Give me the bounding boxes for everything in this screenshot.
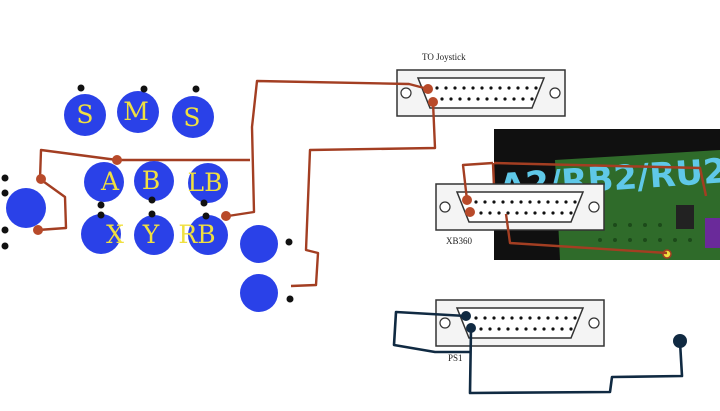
face-buttons: A B LB X Y RB bbox=[81, 161, 228, 255]
wire-joystick-to-stick-buttons bbox=[290, 101, 437, 288]
stick-buttons bbox=[240, 225, 294, 312]
wire-xb360-to-pcb-2 bbox=[504, 213, 668, 255]
button-a bbox=[84, 162, 124, 202]
button-m bbox=[117, 91, 159, 133]
left-direction-pad bbox=[1, 174, 46, 250]
navy-wires bbox=[392, 310, 684, 395]
button-x bbox=[81, 214, 121, 254]
wire-ps1-to-right-terminal bbox=[468, 327, 684, 395]
button-s-left-label: S bbox=[76, 100, 93, 129]
db25-connector-joystick: TO Joystick bbox=[396, 52, 566, 117]
ps1-connector-label: PS1 bbox=[448, 353, 463, 363]
button-b-label: B bbox=[142, 166, 160, 195]
wire-joystick-to-lb-rb bbox=[227, 79, 429, 218]
wire-ps1-loop-left bbox=[392, 310, 470, 354]
wire-xb360-to-pcb bbox=[461, 161, 494, 201]
db25-connector-xb360: XB360 bbox=[435, 183, 605, 246]
button-lb bbox=[188, 163, 228, 203]
xb360-pins bbox=[465, 200, 577, 215]
stick-button-lower bbox=[240, 274, 278, 312]
joystick-connector-label: TO Joystick bbox=[422, 52, 466, 62]
button-rb-label: RB bbox=[178, 220, 215, 249]
db25-connector-ps1: PS1 bbox=[435, 299, 605, 363]
start-select-row: S M S bbox=[64, 84, 214, 138]
button-lb-label: LB bbox=[188, 168, 223, 197]
stick-button-upper bbox=[240, 225, 278, 263]
button-rb bbox=[188, 215, 228, 255]
direction-button bbox=[6, 188, 46, 228]
button-s-right-label: S bbox=[183, 103, 200, 132]
button-x-label: X bbox=[106, 220, 124, 249]
button-y-label: Y bbox=[142, 220, 160, 249]
button-s-right bbox=[172, 96, 214, 138]
ps1-terminal-dot bbox=[673, 334, 687, 348]
button-s-left bbox=[64, 94, 106, 136]
button-y bbox=[134, 215, 174, 255]
button-m-label: M bbox=[123, 97, 149, 126]
button-b bbox=[134, 161, 174, 201]
solder-joints bbox=[33, 84, 475, 235]
xb360-connector-label: XB360 bbox=[446, 236, 473, 246]
navy-joints bbox=[461, 311, 687, 348]
button-a-label: A bbox=[100, 167, 120, 196]
